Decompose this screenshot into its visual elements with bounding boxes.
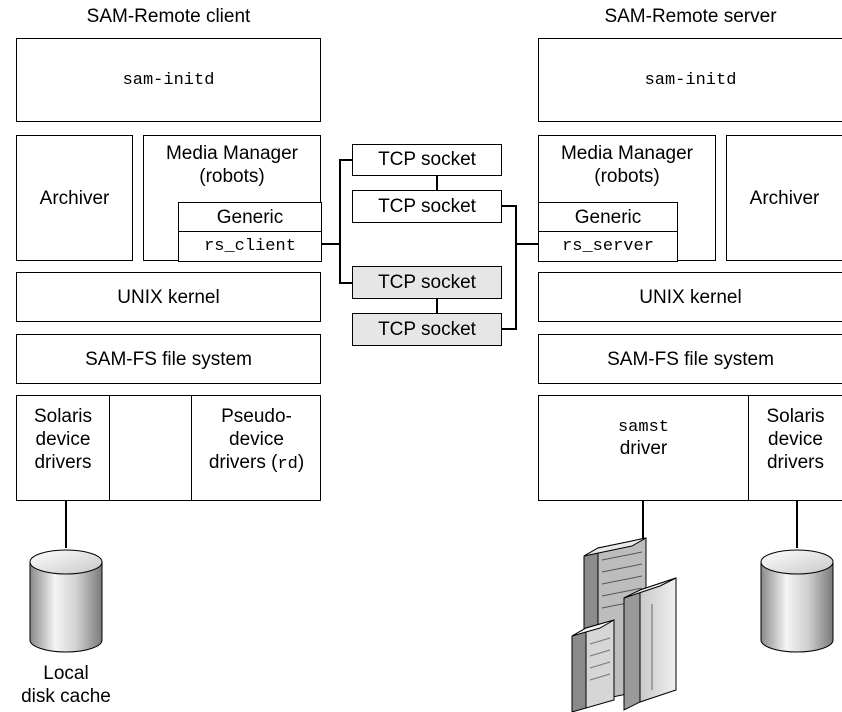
server-samst-driver: samst driver: [539, 418, 748, 460]
server-media-manager-line1: Media Manager: [560, 143, 694, 164]
client-pseudo-line2: device: [229, 429, 284, 450]
server-solaris-line2: device: [768, 429, 823, 450]
tcp-socket-4: TCP socket: [352, 313, 502, 346]
server-title: SAM-Remote server: [604, 6, 777, 27]
client-media-manager-box: Media Manager (robots) Generic rs_client: [143, 135, 322, 262]
client-driver-divider-1: [109, 396, 110, 500]
client-solaris-line3: drivers: [34, 452, 92, 473]
server-initd-label: sam-initd: [644, 70, 737, 90]
server-initd-box: sam-initd: [538, 38, 842, 122]
tcp-socket-4-label: TCP socket: [378, 318, 476, 340]
link-socket2-server: [502, 205, 538, 245]
client-generic-box: Generic: [178, 202, 322, 232]
server-rs-label: rs_server: [562, 237, 654, 256]
link-client-socket3: [321, 243, 352, 284]
tcp-socket-1: TCP socket: [352, 144, 502, 176]
client-pseudo-line3: drivers (rd): [192, 451, 321, 476]
tcp-socket-1-label: TCP socket: [378, 149, 476, 170]
client-fs-box: SAM-FS file system: [16, 334, 321, 384]
server-generic-label: Generic: [574, 206, 642, 228]
server-media-manager-box: Media Manager (robots) Generic rs_server: [538, 135, 716, 262]
server-archiver-label: Archiver: [749, 187, 820, 209]
link-client-socket1: [321, 159, 352, 245]
client-disk-icon: [29, 549, 103, 653]
client-driver-divider-2: [191, 396, 192, 500]
server-samst-label: samst: [617, 418, 669, 437]
client-kernel-label: UNIX kernel: [117, 286, 220, 308]
server-samst-driver-label: driver: [619, 438, 668, 459]
server-kernel-box: UNIX kernel: [538, 272, 842, 322]
client-fs-label: SAM-FS file system: [85, 348, 252, 370]
link-socket4-server: [502, 243, 538, 330]
server-solaris-line1: Solaris: [766, 406, 825, 427]
server-drivers-box: samst driver Solaris device drivers: [538, 395, 842, 501]
server-driver-divider: [748, 396, 749, 500]
client-disk-caption-line1: Local: [43, 663, 89, 684]
server-fs-label: SAM-FS file system: [607, 348, 774, 370]
client-title: SAM-Remote client: [86, 6, 251, 27]
client-media-manager-line2: (robots): [199, 166, 265, 187]
robot-library-icon: [571, 537, 677, 712]
client-kernel-box: UNIX kernel: [16, 272, 321, 322]
client-initd-box: sam-initd: [16, 38, 321, 122]
client-media-manager-line1: Media Manager: [165, 143, 299, 164]
server-kernel-label: UNIX kernel: [639, 286, 742, 308]
tcp-socket-3: TCP socket: [352, 266, 502, 299]
server-rs-box: rs_server: [538, 231, 678, 262]
server-generic-box: Generic: [538, 202, 678, 232]
client-archiver-label: Archiver: [39, 187, 110, 209]
client-rs-box: rs_client: [178, 231, 322, 262]
client-rs-label: rs_client: [204, 237, 296, 256]
client-disk-caption-line2: disk cache: [21, 686, 111, 707]
client-pseudo-close: ): [297, 452, 305, 473]
tcp-socket-2: TCP socket: [352, 190, 502, 223]
server-archiver-box: Archiver: [726, 135, 842, 261]
client-pseudo-line1: Pseudo-: [221, 406, 292, 427]
server-solaris-line3: drivers: [766, 452, 824, 473]
client-pseudo-drivers: Pseudo- device drivers (rd): [192, 405, 321, 476]
client-pseudo-line3-text: drivers (: [208, 452, 278, 473]
server-fs-box: SAM-FS file system: [538, 334, 842, 384]
tcp-socket-2-label: TCP socket: [378, 195, 476, 217]
server-disk-icon: [760, 549, 834, 653]
server-solaris-drivers: Solaris device drivers: [749, 405, 842, 474]
client-pseudo-code: rd: [277, 455, 298, 474]
client-drivers-box: Solaris device drivers Pseudo- device dr…: [16, 395, 321, 501]
client-solaris-line1: Solaris: [33, 406, 93, 427]
client-generic-label: Generic: [216, 206, 284, 228]
client-initd-label: sam-initd: [122, 70, 215, 90]
tcp-socket-3-label: TCP socket: [378, 271, 476, 293]
client-solaris-line2: device: [35, 429, 91, 450]
server-media-manager-line2: (robots): [594, 166, 660, 187]
client-archiver-box: Archiver: [16, 135, 133, 261]
client-solaris-drivers: Solaris device drivers: [17, 405, 109, 474]
client-disk-caption: Local disk cache: [6, 662, 126, 708]
